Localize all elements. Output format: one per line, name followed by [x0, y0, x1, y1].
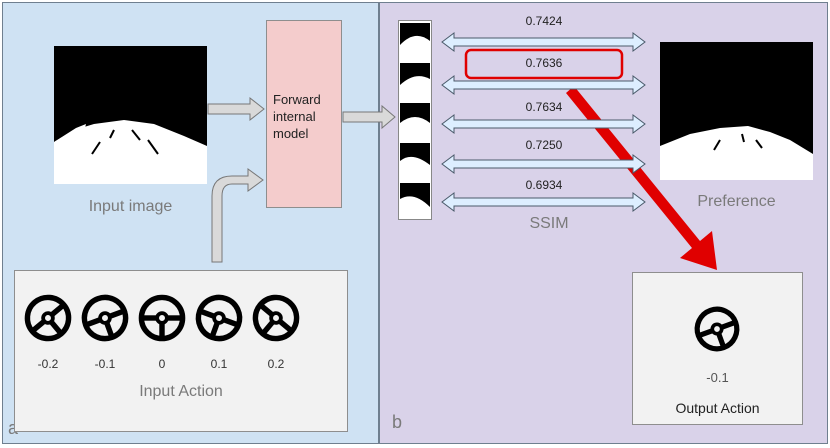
steering-wheel-icon: [193, 292, 245, 349]
input-action-label: Input Action: [139, 383, 223, 400]
selection-arrow: [566, 86, 717, 270]
ssim-double-arrow: [441, 114, 646, 134]
ssim-score: 0.7634: [525, 100, 563, 114]
predicted-frame: [400, 103, 430, 133]
selected-score-highlight: [464, 48, 624, 80]
preference-label: Preference: [697, 193, 776, 210]
action-value-label: 0.2: [267, 357, 285, 371]
predicted-frame: [400, 143, 430, 173]
steering-wheel-icon: [79, 292, 131, 349]
ssim-label: SSIM: [529, 215, 569, 232]
action-value-label: 0: [158, 357, 166, 371]
ssim-double-arrow: [441, 32, 646, 52]
forward-model-label: Forward internal model: [273, 92, 321, 141]
ssim-double-arrow: [441, 75, 646, 95]
input-action-box: [14, 270, 348, 432]
action-value-label: -0.1: [94, 357, 116, 371]
panel-b-letter: b: [392, 412, 403, 432]
predicted-frame: [400, 63, 430, 93]
action-value-label: 0.1: [210, 357, 228, 371]
forward-model-box: Forward internal model: [266, 20, 342, 208]
preference-image: [660, 42, 813, 180]
ssim-score: 0.6934: [525, 178, 563, 192]
panel-a-letter: a: [8, 418, 19, 438]
ssim-score: 0.7636: [525, 56, 563, 70]
output-action-label: Output Action: [675, 400, 760, 416]
predicted-frames-strip: [398, 20, 432, 220]
ssim-score: 0.7424: [525, 14, 563, 28]
input-road-image: [54, 46, 207, 184]
model-to-strip-arrow: [342, 104, 396, 130]
ssim-double-arrow: [441, 192, 646, 212]
input-image-label: Input image: [88, 198, 173, 215]
output-action-value: -0.1: [706, 370, 729, 385]
steering-wheel-icon: [22, 292, 74, 349]
image-to-model-arrow: [207, 96, 265, 122]
predicted-frame: [400, 183, 430, 213]
ssim-double-arrow: [441, 154, 646, 174]
predicted-frame: [400, 23, 430, 53]
action-value-label: -0.2: [37, 357, 59, 371]
output-steering-wheel-icon: [692, 304, 742, 359]
steering-wheel-icon: [250, 292, 302, 349]
ssim-score: 0.7250: [525, 138, 563, 152]
steering-wheel-icon: [136, 292, 188, 349]
action-to-model-arrow: [211, 168, 264, 263]
